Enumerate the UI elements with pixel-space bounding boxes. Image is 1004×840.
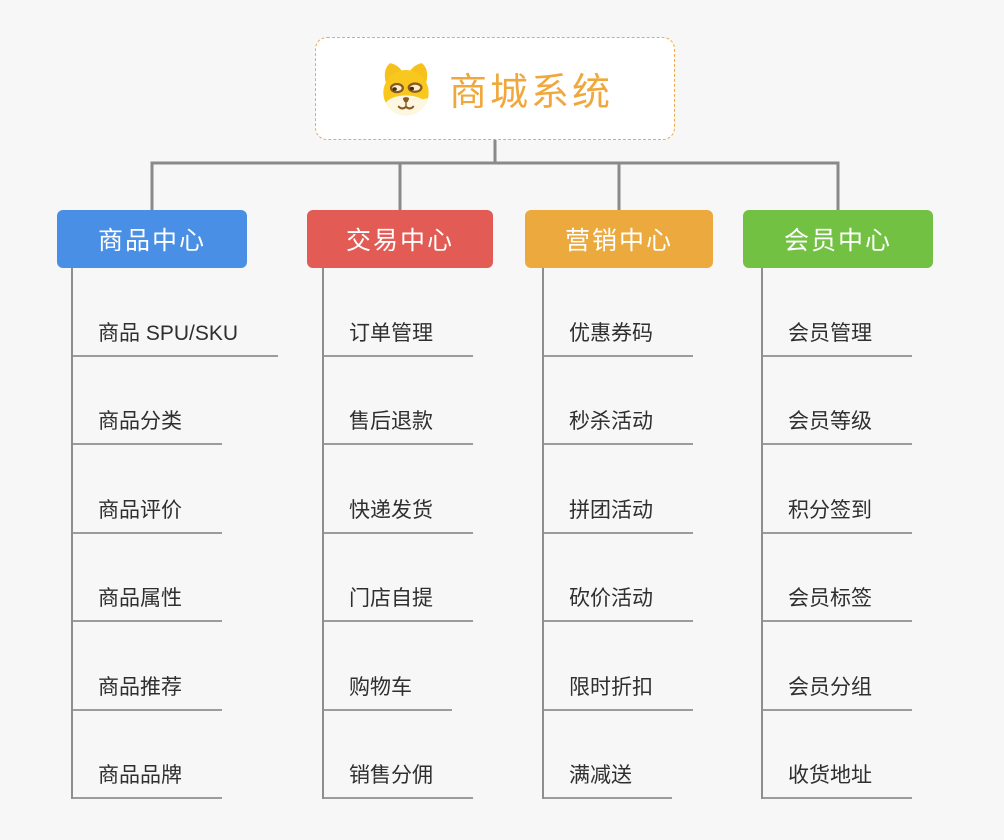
leaf-node-label[interactable]: 会员管理 xyxy=(761,317,912,357)
leaf-node-label[interactable]: 会员标签 xyxy=(761,582,912,622)
leaf-node-label[interactable]: 商品分类 xyxy=(71,405,222,445)
leaf-node: 收货地址 xyxy=(761,711,912,799)
leaf-node-label[interactable]: 售后退款 xyxy=(322,405,473,445)
leaf-node: 拼团活动 xyxy=(542,445,693,534)
leaf-node-label[interactable]: 订单管理 xyxy=(322,317,473,357)
leaf-node-label[interactable]: 门店自提 xyxy=(322,582,473,622)
leaf-node-label[interactable]: 快递发货 xyxy=(322,494,473,534)
leaf-node: 门店自提 xyxy=(322,534,473,622)
branch-column-trade-center: 订单管理 售后退款 快递发货 门店自提 购物车 销售分佣 xyxy=(322,268,473,799)
branch-header-label: 商品中心 xyxy=(97,227,206,255)
leaf-node: 会员管理 xyxy=(761,268,912,357)
leaf-node-label[interactable]: 会员分组 xyxy=(761,671,912,711)
branch-column-product-center: 商品 SPU/SKU 商品分类 商品评价 商品属性 商品推荐 商品品牌 xyxy=(71,268,279,799)
branch-header-trade-center[interactable]: 交易中心 xyxy=(307,210,493,268)
root-node-mall-system[interactable]: 商城系统 xyxy=(315,37,675,140)
leaf-node: 商品推荐 xyxy=(71,622,278,711)
branch-column-marketing-center: 优惠券码 秒杀活动 拼团活动 砍价活动 限时折扣 满减送 xyxy=(542,268,693,799)
branch-header-label: 会员中心 xyxy=(783,227,892,255)
leaf-node: 积分签到 xyxy=(761,445,912,534)
leaf-node: 订单管理 xyxy=(322,268,473,357)
leaf-node: 秒杀活动 xyxy=(542,357,693,445)
leaf-node: 销售分佣 xyxy=(322,711,473,799)
leaf-node-label[interactable]: 商品属性 xyxy=(71,582,222,622)
leaf-node: 限时折扣 xyxy=(542,622,693,711)
leaf-node: 商品分类 xyxy=(71,357,278,445)
dog-face-icon xyxy=(383,62,429,115)
branch-header-label: 营销中心 xyxy=(564,227,673,255)
leaf-node-label[interactable]: 积分签到 xyxy=(761,494,912,534)
leaf-node-label[interactable]: 优惠券码 xyxy=(542,317,693,357)
branch-header-label: 交易中心 xyxy=(345,227,454,255)
leaf-node-label[interactable]: 满减送 xyxy=(542,759,672,799)
leaf-node-label[interactable]: 限时折扣 xyxy=(542,671,693,711)
leaf-node: 会员分组 xyxy=(761,622,912,711)
leaf-node-label[interactable]: 拼团活动 xyxy=(542,494,693,534)
leaf-node: 商品属性 xyxy=(71,534,278,622)
leaf-node: 会员标签 xyxy=(761,534,912,622)
leaf-node: 商品 SPU/SKU xyxy=(71,268,279,357)
leaf-node-label[interactable]: 购物车 xyxy=(322,671,452,711)
leaf-node-label[interactable]: 砍价活动 xyxy=(542,582,693,622)
leaf-node-label[interactable]: 商品品牌 xyxy=(71,759,222,799)
leaf-node-label[interactable]: 收货地址 xyxy=(761,759,912,799)
leaf-node-label[interactable]: 商品 SPU/SKU xyxy=(71,317,279,357)
leaf-node-label[interactable]: 商品评价 xyxy=(71,494,222,534)
branch-column-member-center: 会员管理 会员等级 积分签到 会员标签 会员分组 收货地址 xyxy=(761,268,912,799)
leaf-node: 商品评价 xyxy=(71,445,278,534)
leaf-node: 快递发货 xyxy=(322,445,473,534)
leaf-node: 购物车 xyxy=(322,622,473,711)
leaf-node: 商品品牌 xyxy=(71,711,278,799)
branch-header-marketing-center[interactable]: 营销中心 xyxy=(525,210,713,268)
leaf-node-label[interactable]: 会员等级 xyxy=(761,405,912,445)
branch-header-product-center[interactable]: 商品中心 xyxy=(57,210,247,268)
leaf-node-label[interactable]: 秒杀活动 xyxy=(542,405,693,445)
leaf-node: 满减送 xyxy=(542,711,693,799)
leaf-node: 砍价活动 xyxy=(542,534,693,622)
leaf-node: 优惠券码 xyxy=(542,268,693,357)
leaf-node-label[interactable]: 销售分佣 xyxy=(322,759,473,799)
root-title: 商城系统 xyxy=(448,72,613,114)
branch-header-member-center[interactable]: 会员中心 xyxy=(743,210,933,268)
leaf-node-label[interactable]: 商品推荐 xyxy=(71,671,222,711)
leaf-node: 售后退款 xyxy=(322,357,473,445)
leaf-node: 会员等级 xyxy=(761,357,912,445)
